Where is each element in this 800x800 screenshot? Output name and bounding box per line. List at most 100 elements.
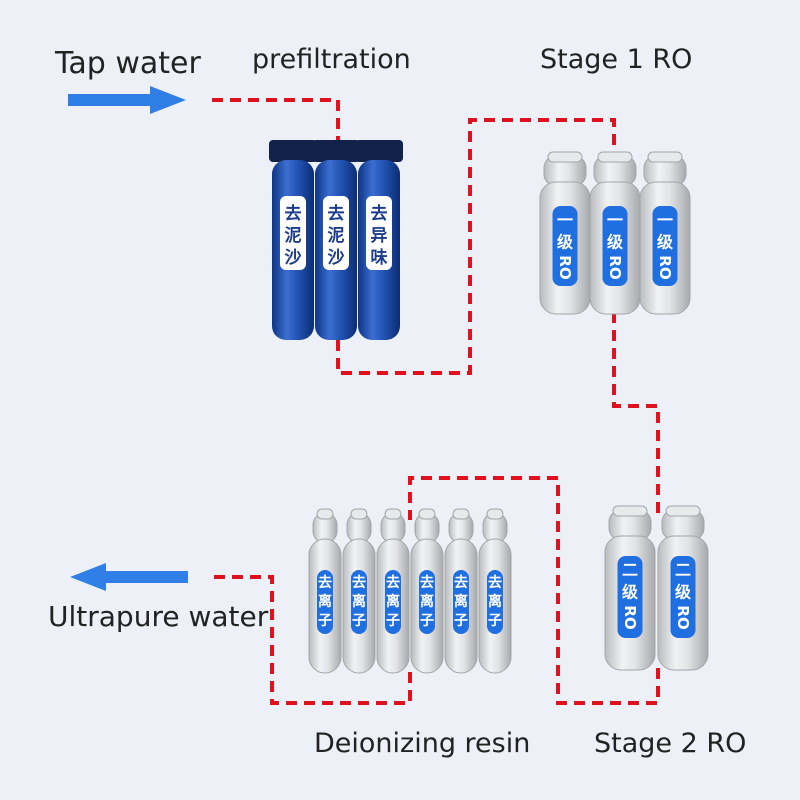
pipe-resin-outlet [210,575,412,705]
inlet-arrow-icon [68,86,186,114]
housing-label [366,196,392,270]
cartridge-label [602,206,628,286]
resin-cartridge: 去离子 [410,508,444,674]
cartridge-label-text: 去 [318,574,332,591]
stage1-ro-label: Stage 1 RO [540,44,693,75]
water-pipes [210,98,660,705]
housing-label-text: 异 [371,226,388,246]
tap-water-label: Tap water [55,46,201,81]
cartridge-label-text: RO [656,255,674,280]
cartridge-label [487,570,503,634]
cartridge-label-text: RO [674,605,692,630]
cartridge-label [419,570,435,634]
pipe-stage1-to-stage2 [612,312,660,515]
cartridge-label-text: 离 [386,593,400,610]
cartridge-label [652,206,678,286]
stage2-ro-cartridge: 二级 RO [657,505,709,671]
cartridge-cap-top [597,151,633,163]
cartridge-label-text: 离 [420,593,434,610]
cartridge-label-text: 离 [352,593,366,610]
cartridge-label-text: 去 [420,574,434,591]
cartridge-label [317,570,333,634]
cartridge-label-text: 子 [454,613,468,629]
cartridge-label-text: 级 [557,233,574,252]
cartridge-cap-top [384,508,402,520]
prefilter-housing: 去泥沙 [269,140,317,340]
cartridge-cap-top [316,508,334,520]
housing-label-text: 沙 [328,248,345,268]
cartridge-label-text: 子 [386,613,400,629]
cartridge-label-text: 一 [607,211,623,230]
cartridge-cap-top [486,508,504,520]
cartridge-label [670,556,696,638]
cartridge-label-text: 子 [318,613,332,629]
resin-cartridge: 去离子 [342,508,376,674]
cartridge-label-text: 级 [657,233,674,252]
housing-label [280,196,306,270]
cartridge-cap-top [547,151,583,163]
cartridge-label [351,570,367,634]
cartridge-cap-top [647,151,683,163]
cartridge-cap-top [418,508,436,520]
cartridge-label-text: 子 [352,613,366,629]
cartridge-label-text: RO [606,255,624,280]
ultrapure-water-label: Ultrapure water [48,600,269,633]
cartridge-label-text: 离 [454,593,468,610]
cartridge-label [552,206,578,286]
pipe-inlet [212,98,340,140]
cartridge-label-text: 级 [622,583,639,602]
cartridge-cap-top [665,505,701,517]
housing-cap [355,140,403,162]
cartridge-label-text: 级 [675,583,692,602]
cartridge-label-text: 一 [657,211,673,230]
deionizing-resin-label: Deionizing resin [314,728,531,759]
housing-label-text: 沙 [285,248,302,268]
cartridge-label [385,570,401,634]
resin-cartridge: 去离子 [308,508,342,674]
housing-label-text: 味 [371,247,388,268]
prefiltration-label: prefiltration [252,44,411,75]
cartridge-cap-top [452,508,470,520]
housing-label-text: 泥 [328,225,345,246]
housing-cap [269,140,317,162]
cartridge-label-text: 离 [318,593,332,610]
housing-label-text: 泥 [285,225,302,246]
cartridge-label-text: 去 [454,574,468,591]
cartridge-cap-top [350,508,368,520]
cartridge-label-text: 一 [557,211,573,230]
prefilter-housing: 去泥沙 [312,140,360,340]
resin-cartridge: 去离子 [478,508,512,674]
stage2-ro-label: Stage 2 RO [594,728,747,759]
cartridge-label-text: 二 [622,561,638,580]
cartridge-label-text: 离 [488,593,502,610]
resin-cartridge: 去离子 [376,508,410,674]
cartridge-label-text: 二 [675,561,691,580]
stage1-ro-cartridge: 一级 RO [539,151,591,315]
prefilter-housing: 去异味 [355,140,403,340]
cartridge-cap-top [612,505,648,517]
housing-cap [312,140,360,162]
cartridge-label-text: RO [556,255,574,280]
cartridge-label-text: 级 [607,233,624,252]
cartridge-label-text: 子 [420,613,434,629]
cartridge-label-text: 去 [488,574,502,591]
flow-arrows [68,86,188,591]
housing-label-text: 去 [371,203,388,224]
pipe-prefilter-to-stage1 [336,118,616,375]
housing-label-text: 去 [285,203,302,224]
cartridge-label-text: 去 [352,574,366,591]
stage1-ro-cartridge: 一级 RO [589,151,641,315]
cartridge-label [453,570,469,634]
cartridge-label-text: 子 [488,613,502,629]
resin-cartridge: 去离子 [444,508,478,674]
cartridge-label-text: 去 [386,574,400,591]
outlet-arrow-icon [70,563,188,591]
housing-label [323,196,349,270]
housing-label-text: 去 [328,203,345,224]
